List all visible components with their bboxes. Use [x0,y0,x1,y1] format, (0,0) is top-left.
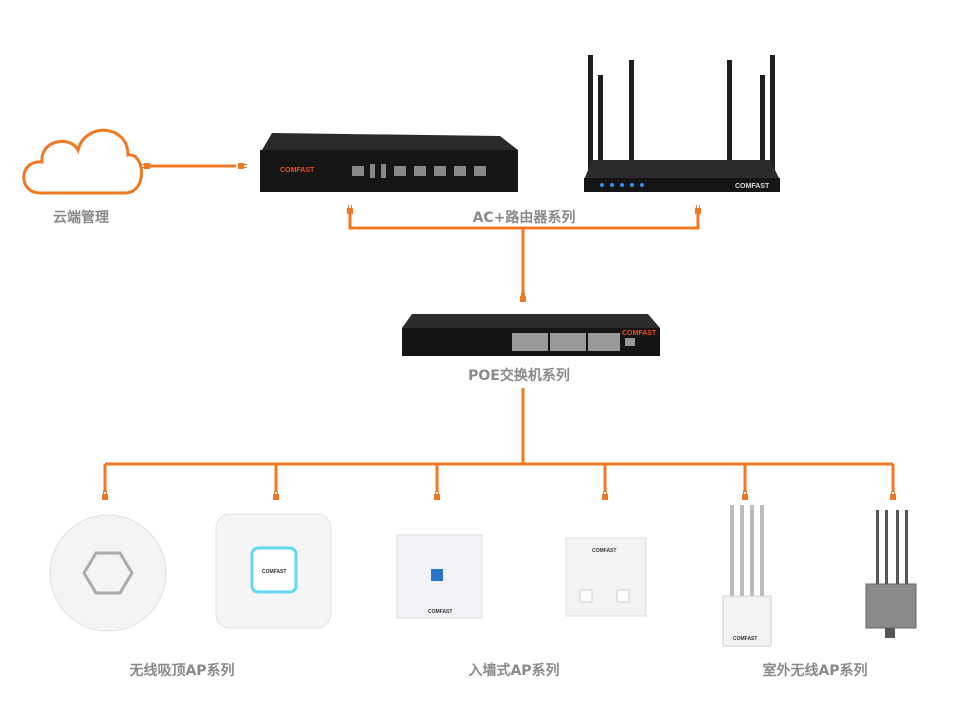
svg-text:COMFAST: COMFAST [592,548,616,554]
svg-text:COMFAST: COMFAST [735,183,770,190]
ac-router-label: AC+路由器系列 [472,210,576,226]
outdoor-ap-label: 室外无线AP系列 [762,663,868,679]
wireless-router-device: COMFAST [584,55,780,192]
svg-text:COMFAST: COMFAST [428,609,452,615]
ac-gateway-device: COMFAST [260,133,518,192]
outdoor-ap-device: COMFAST [722,505,772,647]
ceiling-ap-label: 无线吸顶AP系列 [129,663,235,679]
cloud-management-label: 云端管理 [53,210,109,226]
cloud-icon [22,128,143,195]
link-lines [103,164,895,492]
ceiling-ap-round-device [49,514,167,632]
poe-switch-device: COMFAST [402,314,660,356]
ceiling-ap-square-device: COMFAST [215,513,332,629]
wall-ap-label: 入墙式AP系列 [468,663,560,679]
svg-text:COMFAST: COMFAST [262,569,286,575]
wall-ap-dual-port-device: COMFAST [565,537,647,617]
outdoor-ap-gray-device [865,510,917,638]
brand-logo: COMFAST [280,167,315,174]
svg-text:COMFAST: COMFAST [733,636,757,642]
svg-text:COMFAST: COMFAST [622,330,657,337]
wall-ap-floral-device: COMFAST [396,534,483,619]
poe-switch-label: POE交换机系列 [468,368,570,384]
